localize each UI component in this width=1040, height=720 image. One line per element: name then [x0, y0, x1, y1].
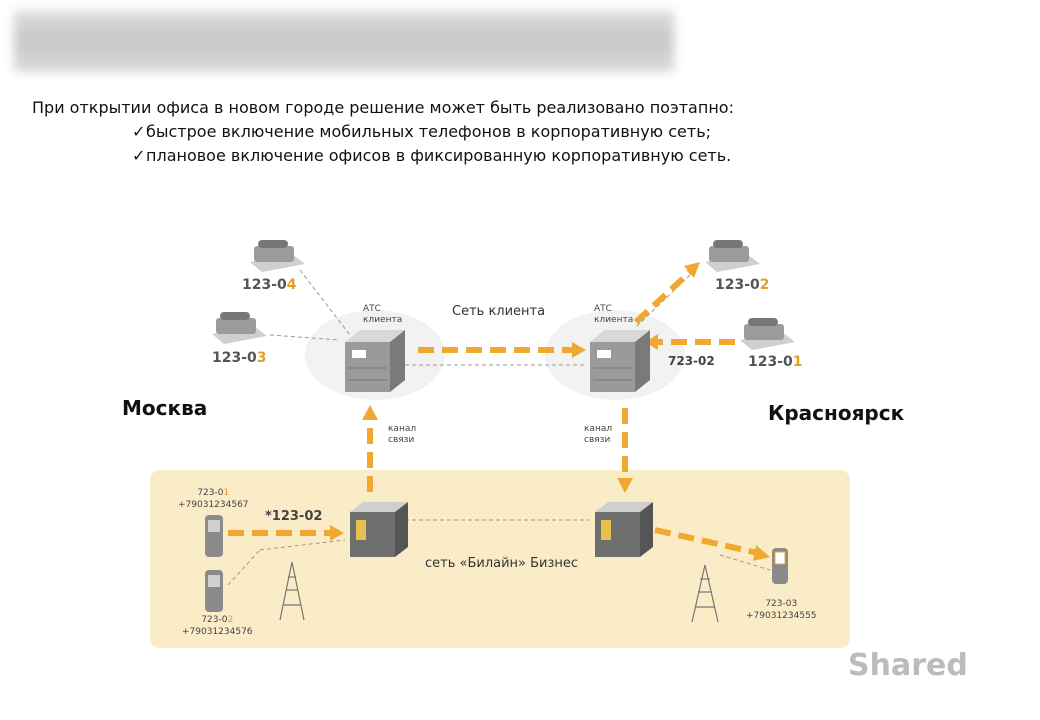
phone-number-digit: 2	[759, 277, 770, 293]
phone-number-01: 123-01	[748, 354, 803, 370]
mobile-phone-icon	[772, 548, 788, 584]
desk-phone-icon	[705, 240, 760, 272]
phone-number-03: 123-03	[212, 350, 267, 366]
mobile-label-1: 723-01 +79031234567	[178, 487, 249, 511]
arrowhead	[572, 342, 586, 358]
beeline-switch-right	[595, 502, 653, 557]
mobile-msisdn: +79031234555	[746, 611, 817, 621]
pbx-right-label-line1: АТС	[594, 304, 612, 314]
client-network-label: Сеть клиента	[452, 304, 546, 319]
flow-arrow	[654, 527, 759, 556]
arrowhead	[330, 525, 344, 541]
link-line	[259, 539, 346, 551]
intro-line: При открытии офиса в новом городе решени…	[32, 98, 734, 117]
arrowhead	[362, 405, 378, 420]
mobile-label-2: 723-02 +79031234576	[182, 614, 253, 638]
mobile-num-base: 723-0	[197, 488, 224, 498]
pbx-left-label: АТС клиента	[363, 304, 402, 326]
channel-left-line2: связи	[388, 435, 415, 445]
link-line	[719, 554, 771, 571]
desk-phone-icon	[250, 240, 305, 272]
beeline-network-label: сеть «Билайн» Бизнес	[425, 556, 579, 571]
phone-number-base: 123-0	[212, 350, 257, 366]
intro-item-2: ✓плановое включение офисов в фиксированн…	[32, 144, 734, 168]
city-krasnoyarsk: Красноярск	[768, 401, 905, 425]
check-icon: ✓	[132, 122, 146, 141]
phone-number-base: 123-0	[242, 277, 287, 293]
pbx-server-right	[590, 330, 650, 392]
arrowhead	[617, 478, 633, 493]
mobile-num-digit: 2	[227, 615, 234, 625]
pbx-left-label-line2: клиента	[363, 315, 403, 325]
mobile-label-3: 723-03 +79031234555	[746, 598, 817, 622]
arrowhead	[645, 334, 658, 350]
desk-phone-icon	[740, 318, 795, 350]
mobile-num: 723-03	[765, 599, 798, 609]
channel-right-line1: канал	[584, 424, 613, 434]
mobile-num-base: 723-0	[201, 615, 228, 625]
intro-item-1-text: быстрое включение мобильных телефонов в …	[146, 122, 712, 141]
antenna-tower-icon	[279, 561, 305, 621]
mobile-msisdn: +79031234576	[182, 627, 253, 637]
phone-number-base: 123-0	[748, 354, 793, 370]
pbx-server-left	[345, 330, 405, 392]
check-icon: ✓	[132, 146, 146, 165]
phone-number-04: 123-04	[242, 277, 297, 293]
channel-left-label: канал связи	[388, 424, 416, 446]
phone-number-base: 123-0	[715, 277, 760, 293]
city-moscow: Москва	[122, 396, 208, 420]
arrowhead	[753, 545, 770, 561]
phone-number-digit: 3	[256, 350, 267, 366]
channel-right-line2: связи	[584, 435, 611, 445]
arrowhead	[684, 262, 700, 278]
intro-item-1: ✓быстрое включение мобильных телефонов в…	[32, 120, 734, 144]
intro-item-2-text: плановое включение офисов в фиксированну…	[146, 146, 732, 165]
pbx-right-label: АТС клиента	[594, 304, 633, 326]
beeline-switch-left	[350, 502, 408, 557]
mobile-num-digit: 1	[223, 488, 230, 498]
channel-right-label: канал связи	[584, 424, 612, 446]
watermark-text: Shared	[848, 648, 968, 683]
link-line	[269, 334, 341, 341]
mobile-phone-icon	[205, 570, 223, 612]
beeline-zone	[150, 470, 850, 648]
phone-number-digit: 1	[792, 354, 803, 370]
phone-number-02: 123-02	[715, 277, 770, 293]
mobile-msisdn: +79031234567	[178, 500, 249, 510]
antenna-tower-icon	[691, 564, 719, 623]
watermark-logo: Shared	[848, 648, 1028, 696]
pbx-right-label-line2: клиента	[594, 315, 634, 325]
forward-number-label: 723-02	[668, 354, 715, 368]
blurred-title	[14, 10, 674, 72]
intro-text: При открытии офиса в новом городе решени…	[32, 96, 734, 168]
mobile-phone-icon	[205, 515, 223, 557]
pbx-left-label-line1: АТС	[363, 304, 381, 314]
flow-arrow	[633, 269, 693, 325]
desk-phone-icon	[212, 312, 267, 344]
channel-left-line1: канал	[388, 424, 417, 434]
dial-code-label: *123-02	[265, 509, 323, 524]
link-line	[227, 549, 261, 586]
phone-number-digit: 4	[286, 277, 297, 293]
